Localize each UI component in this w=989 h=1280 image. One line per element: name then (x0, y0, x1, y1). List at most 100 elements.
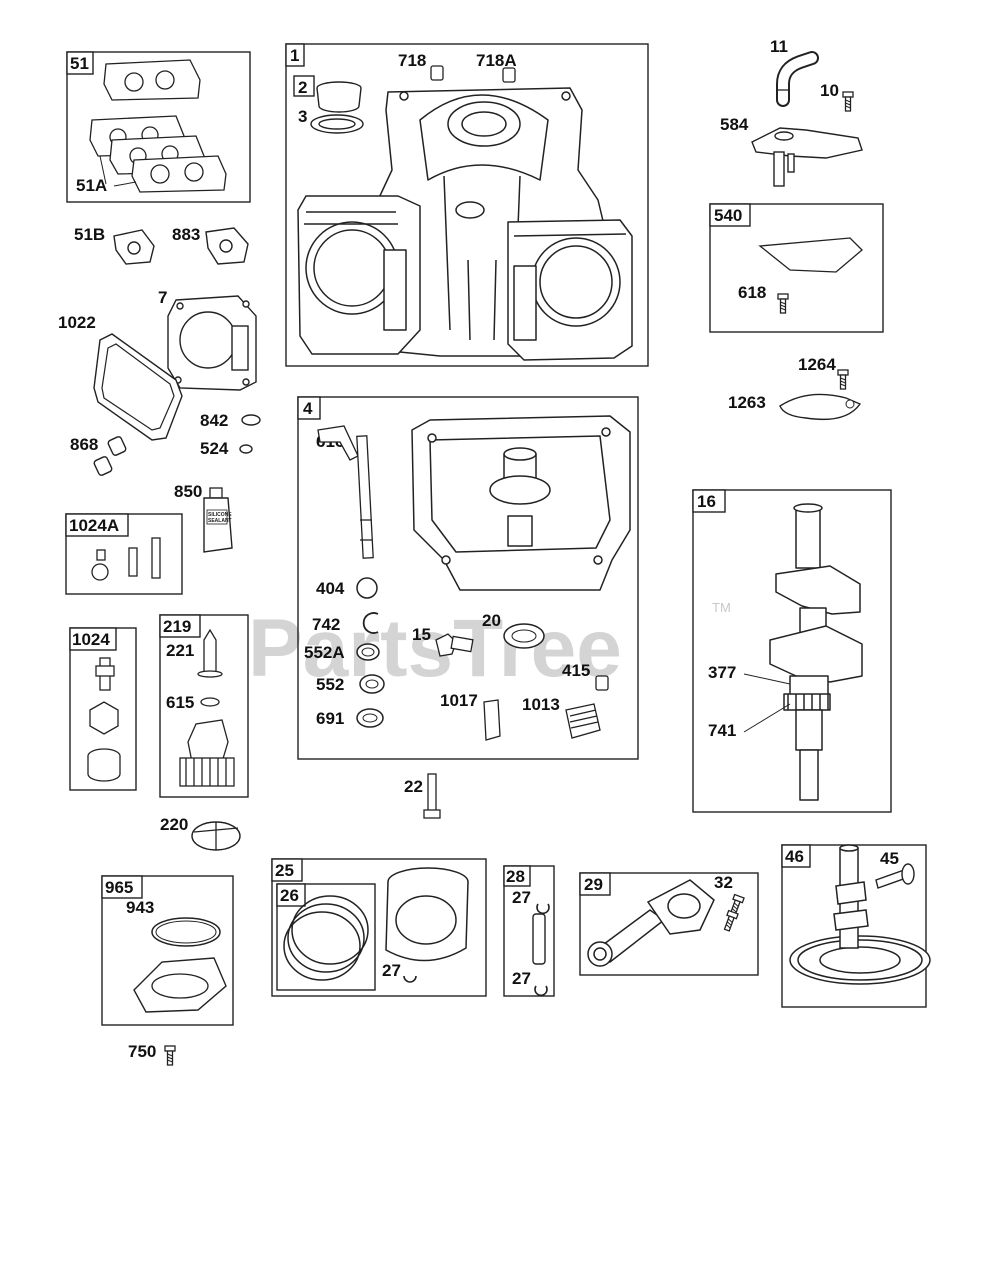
box-number-25: 25 (275, 861, 294, 880)
box-16: 16 377 741 (692, 489, 892, 813)
label-27-piston: 27 (382, 961, 401, 980)
part-51b-883-gaskets: 51B 883 (74, 225, 249, 265)
bushing-2-seal-3 (310, 81, 364, 134)
box-number-2: 2 (298, 78, 307, 97)
box-number-1024a: 1024A (69, 516, 119, 535)
box-540: 540 618 (709, 203, 884, 333)
label-22: 22 (404, 777, 423, 796)
connecting-rod (587, 879, 715, 967)
box-number-26: 26 (280, 886, 299, 905)
box-number-540: 540 (714, 206, 742, 225)
box-number-4: 4 (303, 399, 313, 418)
watermark-trademark: TM (712, 600, 731, 615)
box-1: 1 2 3 718 718A (285, 43, 649, 367)
label-51b: 51B (74, 225, 105, 244)
box-number-29: 29 (584, 875, 603, 894)
label-842: 842 (200, 411, 228, 430)
label-750: 750 (128, 1042, 156, 1061)
part-10-bolt: 10 (820, 81, 854, 112)
label-415: 415 (562, 661, 590, 680)
label-615: 615 (166, 693, 194, 712)
label-1017: 1017 (440, 691, 478, 710)
box-25: 25 26 27 (271, 858, 487, 997)
label-220: 220 (160, 815, 188, 834)
label-552a: 552A (304, 643, 345, 662)
part-616-governor-shaft (317, 425, 374, 559)
label-7: 7 (158, 288, 167, 307)
box-number-46: 46 (785, 847, 804, 866)
box-1024: 1024 (69, 627, 137, 791)
box-number-28: 28 (506, 867, 525, 886)
label-1263: 1263 (728, 393, 766, 412)
box-29: 29 32 (579, 872, 759, 976)
camshaft-gear (789, 844, 931, 985)
label-741: 741 (708, 721, 736, 740)
label-15: 15 (412, 625, 431, 644)
label-32: 32 (714, 873, 733, 892)
label-1013: 1013 (522, 695, 560, 714)
label-1022: 1022 (58, 313, 96, 332)
part-584-bracket: 584 (720, 115, 863, 187)
crankshaft-illustration (769, 503, 863, 801)
gasket-51a-stack (89, 115, 227, 193)
label-718: 718 (398, 51, 426, 70)
label-524: 524 (200, 439, 229, 458)
box-number-965: 965 (105, 878, 133, 897)
watermark: PartsTree (248, 603, 622, 694)
label-20: 20 (482, 611, 501, 630)
gasket-51-top (103, 59, 201, 101)
label-51a: 51A (76, 176, 107, 195)
tube-label-line-2: SEALANT (208, 518, 232, 524)
box-number-51: 51 (70, 54, 89, 73)
label-718a: 718A (476, 51, 517, 70)
label-27-bottom: 27 (512, 969, 531, 988)
piston-pin (532, 913, 546, 965)
label-618: 618 (738, 283, 766, 302)
label-552: 552 (316, 675, 344, 694)
label-868: 868 (70, 435, 98, 454)
label-943: 943 (126, 898, 154, 917)
label-584: 584 (720, 115, 749, 134)
box-number-1: 1 (290, 46, 299, 65)
part-22-bolt: 22 (404, 773, 441, 819)
part-220-cam: 220 (160, 815, 241, 851)
box-number-219: 219 (163, 617, 191, 636)
part-842-524-rings: 842 524 (200, 411, 261, 458)
baffle-plate (758, 237, 863, 273)
label-377: 377 (708, 663, 736, 682)
label-3: 3 (298, 107, 307, 126)
box-number-1024: 1024 (72, 630, 110, 649)
label-883: 883 (172, 225, 200, 244)
label-1264: 1264 (798, 355, 836, 374)
sump-illustration (411, 415, 631, 591)
label-742: 742 (312, 615, 340, 634)
part-868-caps: 868 (70, 435, 127, 476)
box-965: 965 943 (101, 875, 234, 1026)
box-219: 219 221 615 (159, 614, 249, 798)
part-1022-cover-gasket: 1022 (58, 313, 183, 441)
part-1263-1264: 1264 1263 (728, 355, 862, 421)
box-4: 4 616 404 742 552A 552 691 15 (297, 396, 639, 760)
box-46: 46 45 (781, 844, 931, 1008)
label-11: 11 (770, 37, 788, 56)
tube-label-line-1: SILICONE (208, 512, 232, 518)
box-1024a: 1024A (65, 513, 183, 595)
part-11-tube: 11 (770, 37, 819, 107)
part-750-screw: 750 (128, 1042, 176, 1066)
crankcase-illustration (297, 87, 633, 361)
box-28: 28 27 27 (503, 865, 555, 997)
label-850: 850 (174, 482, 202, 501)
label-10: 10 (820, 81, 839, 100)
part-850-sealant: 850 SILICONE SEALANT (174, 482, 233, 553)
dowel-pins (430, 65, 516, 83)
box-51: 51 51A (66, 51, 251, 203)
piston (385, 867, 469, 962)
label-691: 691 (316, 709, 344, 728)
piston-rings (283, 895, 369, 981)
label-221: 221 (166, 641, 194, 660)
label-404: 404 (316, 579, 345, 598)
label-27-top: 27 (512, 888, 531, 907)
label-45: 45 (880, 849, 899, 868)
